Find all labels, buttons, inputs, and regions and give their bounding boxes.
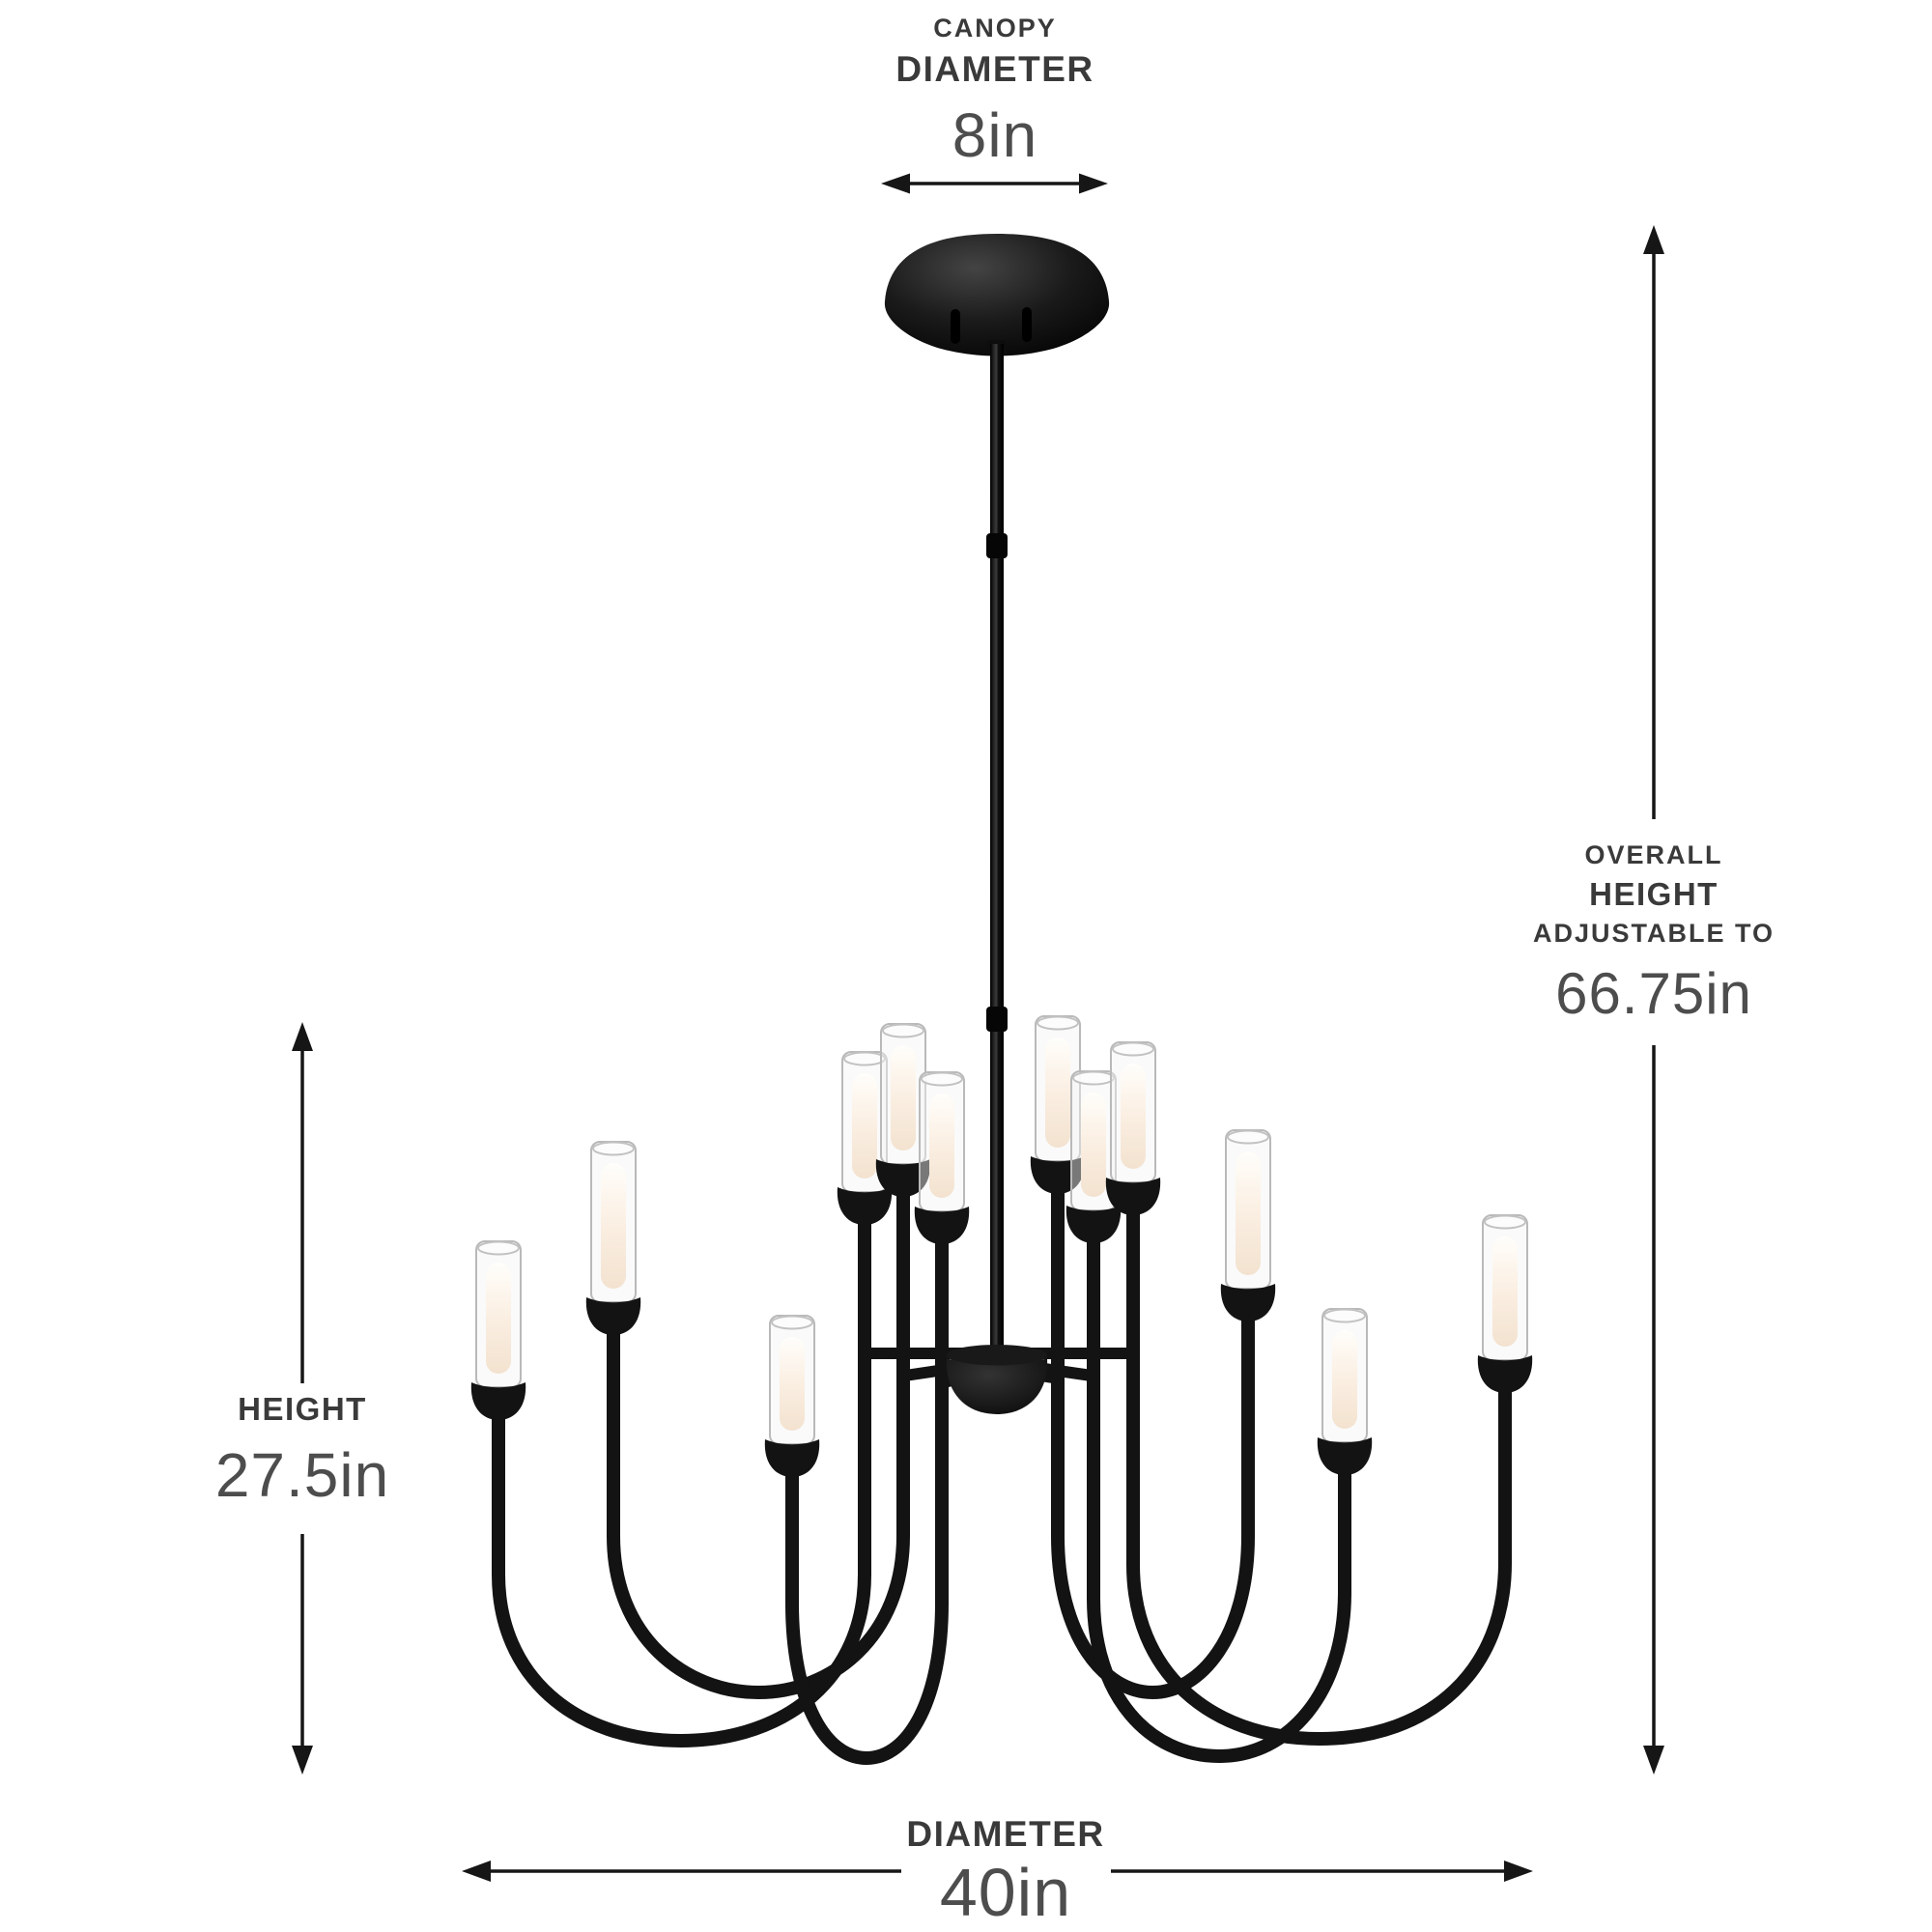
fixture-height-arrow <box>292 1022 313 1775</box>
socket <box>764 1439 820 1477</box>
diameter-value: 40in <box>939 1855 1072 1930</box>
downrod <box>986 344 1008 1358</box>
canopy-diameter-arrow <box>881 173 1108 194</box>
socket <box>1105 1178 1161 1215</box>
arm <box>1126 1205 1512 1747</box>
candle <box>585 1141 641 1335</box>
candle <box>1317 1308 1373 1475</box>
overall-height-label-line2: HEIGHT <box>1589 876 1719 912</box>
candle <box>914 1071 970 1244</box>
fixture-height-annotation: HEIGHT 27.5in <box>215 1391 389 1511</box>
arm <box>492 1214 871 1748</box>
overall-height-arrow <box>1643 225 1664 1775</box>
arm <box>1051 1183 1255 1700</box>
candle <box>764 1315 820 1477</box>
fixture-height-label: HEIGHT <box>238 1391 367 1427</box>
candle <box>1477 1214 1533 1393</box>
candle <box>1220 1129 1276 1321</box>
diameter-label: DIAMETER <box>906 1814 1105 1854</box>
arm <box>1087 1233 1351 1764</box>
diameter-annotation: DIAMETER 40in <box>906 1814 1105 1930</box>
socket <box>875 1159 931 1197</box>
canopy-label-line2: DIAMETER <box>895 49 1094 89</box>
socket <box>914 1207 970 1244</box>
canopy-diameter-value: 8in <box>952 100 1038 170</box>
socket <box>1220 1284 1276 1321</box>
overall-height-label-line3: ADJUSTABLE TO <box>1532 919 1776 948</box>
candles <box>470 1015 1533 1477</box>
canopy-slot <box>1022 307 1032 342</box>
fixture-height-value: 27.5in <box>214 1440 390 1510</box>
arm <box>785 1234 949 1766</box>
socket <box>1065 1206 1122 1243</box>
socket <box>585 1297 641 1335</box>
downrod-coupling <box>986 1007 1008 1032</box>
downrod-coupling <box>986 533 1008 558</box>
socket <box>837 1187 893 1225</box>
overall-height-value: 66.75in <box>1555 961 1752 1026</box>
chandelier <box>470 234 1533 1766</box>
canopy-slot <box>951 309 960 344</box>
candle <box>837 1051 893 1225</box>
socket <box>470 1382 526 1420</box>
canopy-diameter-annotation: CANOPY DIAMETER 8in <box>895 14 1094 171</box>
arm <box>607 1186 910 1700</box>
diameter-arrow <box>462 1861 1533 1882</box>
canopy-label-line1: CANOPY <box>933 14 1057 43</box>
overall-height-annotation: OVERALL HEIGHT ADJUSTABLE TO 66.75in <box>1533 840 1775 1027</box>
candle <box>1065 1070 1122 1243</box>
socket <box>1477 1355 1533 1393</box>
overall-height-label-line1: OVERALL <box>1584 840 1723 869</box>
hub-bowl <box>946 1345 1048 1414</box>
candle <box>470 1240 526 1420</box>
candle <box>1105 1041 1161 1215</box>
ceiling-canopy <box>884 234 1110 356</box>
socket <box>1317 1437 1373 1475</box>
candle <box>875 1023 931 1197</box>
arms <box>492 1183 1512 1766</box>
